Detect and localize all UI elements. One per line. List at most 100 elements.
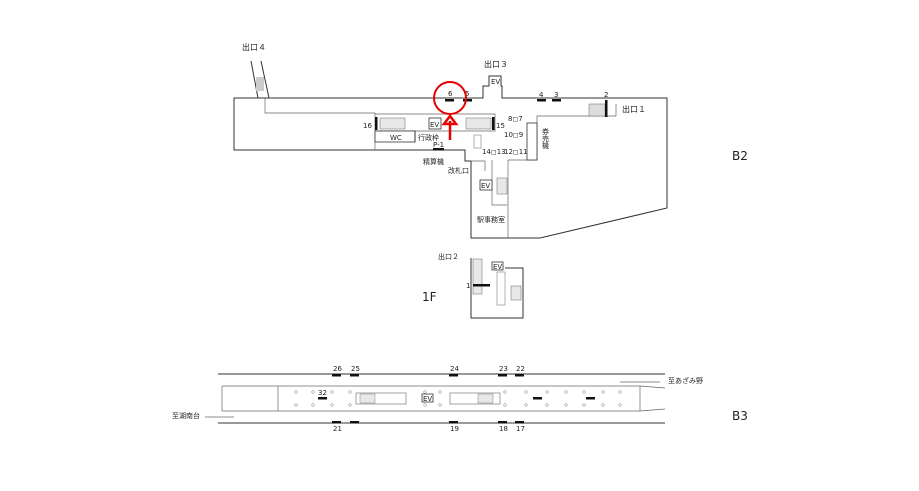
exit1-stairs[interactable] [588, 103, 606, 117]
elevator-label: EV [423, 395, 432, 403]
platform-columns [294, 390, 622, 407]
column [601, 390, 605, 394]
exit-marker-4[interactable] [537, 99, 546, 102]
exit1-label: 出口１ [622, 104, 646, 114]
elevator[interactable] [421, 393, 434, 403]
gate-label: 14◻13 [482, 148, 506, 156]
exit-number-3: 3 [554, 91, 558, 99]
exit-number-25: 25 [351, 365, 360, 373]
platform-marker [586, 397, 595, 400]
exit-number-18: 18 [499, 425, 508, 433]
b2-inner-wall [471, 160, 486, 171]
ticket-gate [473, 134, 482, 149]
platform-edge [639, 385, 666, 389]
platform-marker [533, 397, 542, 400]
exit-number-6: 6 [448, 90, 453, 98]
gate-label: 8◻7 [508, 115, 523, 123]
exit-marker-24[interactable] [449, 374, 458, 377]
stairs-opening [449, 392, 501, 405]
exit-number-26: 26 [333, 365, 342, 373]
column [503, 403, 507, 407]
exit4-label: 出口４ [242, 42, 266, 52]
stairs[interactable] [496, 177, 508, 195]
exit-number-19: 19 [450, 425, 459, 433]
p1-marker[interactable] [433, 148, 444, 151]
exit-number-4: 4 [539, 91, 544, 99]
exit-marker-5[interactable] [463, 99, 472, 102]
platform-edge [639, 408, 666, 412]
elevator-label: EV [481, 182, 490, 190]
b2-inner-wall [264, 98, 376, 150]
exit3-label: 出口３ [484, 59, 508, 69]
exit4-stairs[interactable] [256, 77, 264, 91]
marker-32[interactable] [318, 397, 327, 400]
exit-marker[interactable] [498, 421, 507, 424]
column [423, 403, 427, 407]
stairs[interactable] [465, 117, 492, 130]
column [503, 390, 507, 394]
exit-marker[interactable] [332, 421, 341, 424]
floor-label-b2: B2 [732, 149, 748, 163]
elevator[interactable] [491, 261, 504, 271]
column [601, 403, 605, 407]
exit-marker-25[interactable] [350, 374, 359, 377]
b3-bottom-markers: 21 19 18 17 [332, 421, 525, 433]
elevator-label: EV [430, 121, 439, 129]
exit-marker-15[interactable] [492, 117, 495, 130]
station-office-label: 駅事務室 [477, 215, 505, 224]
column [582, 390, 586, 394]
stairs[interactable] [477, 393, 494, 404]
exit-marker-16[interactable] [375, 117, 378, 130]
column [564, 403, 568, 407]
number-32: 32 [318, 389, 327, 397]
arrow-head-icon [441, 113, 459, 126]
floor-label-b3: B3 [732, 409, 748, 423]
exit-marker-3[interactable] [552, 99, 561, 102]
elevator-shaft [496, 271, 506, 306]
exit-marker-23[interactable] [498, 374, 507, 377]
exit2-label: 出口２ [438, 252, 459, 261]
elevator[interactable] [479, 179, 493, 191]
b2-inner-wall [375, 113, 496, 132]
column [618, 390, 622, 394]
column [330, 390, 334, 394]
column [348, 403, 352, 407]
exit-number-15: 15 [496, 122, 505, 130]
elevator[interactable] [428, 117, 442, 130]
stairs[interactable] [379, 117, 406, 130]
exit-marker-1[interactable] [473, 284, 490, 287]
exit3-ev-label: EV [491, 78, 500, 86]
exit-marker[interactable] [449, 421, 458, 424]
stairs[interactable] [510, 285, 522, 301]
column [564, 390, 568, 394]
exit-number-17: 17 [516, 425, 525, 433]
floor-label-1f: 1F [422, 290, 437, 304]
b2-outline [233, 75, 668, 239]
column [438, 390, 442, 394]
direction-shonandai: 至湖南台 [172, 411, 200, 420]
column [545, 403, 549, 407]
exit-number-5: 5 [465, 90, 469, 98]
exit-number-16: 16 [363, 122, 372, 130]
stairs-opening [355, 392, 407, 405]
exit2-stairs[interactable] [472, 258, 483, 295]
ticket-machine[interactable] [526, 122, 538, 161]
exit-marker[interactable] [350, 421, 359, 424]
p1-label: P-1 [433, 141, 444, 149]
exit-number-24: 24 [450, 365, 459, 373]
gate-label: 12◻11 [504, 148, 528, 156]
exit-marker-6[interactable] [445, 99, 454, 102]
elevator-label: EV [493, 263, 502, 271]
exit-marker-26[interactable] [332, 374, 341, 377]
column [348, 390, 352, 394]
column [423, 390, 427, 394]
exit4-wall [250, 60, 259, 99]
exit-marker[interactable] [515, 421, 524, 424]
exit-number-21: 21 [333, 425, 342, 433]
exit-marker-2[interactable] [605, 100, 608, 117]
stairs[interactable] [359, 393, 376, 404]
b2-inner-wall [491, 160, 507, 206]
exit-marker-22[interactable] [515, 374, 524, 377]
